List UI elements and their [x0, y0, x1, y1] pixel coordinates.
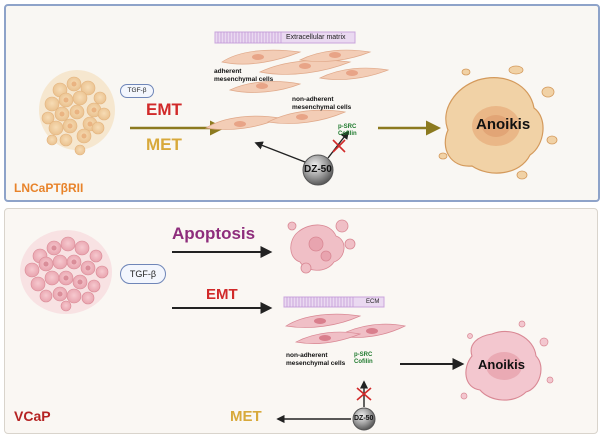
bottom-ecm-label: ECM	[366, 299, 380, 305]
top-adherent-label-line2: mesenchymal cells	[214, 76, 274, 83]
top-cell-line-label: LNCaPTβRII	[14, 181, 84, 195]
top-tgf-beta-label: TGF-β	[127, 87, 147, 94]
top-nonadherent-label: non-adherent mesenchymal cells	[292, 96, 351, 112]
bottom-anoikis-cell	[460, 320, 554, 401]
top-cofilin-label: Cofilin	[338, 131, 357, 137]
bottom-nonadherent-label: non-adherent mesenchymal cells	[286, 352, 345, 368]
bottom-dz50-ball	[352, 407, 376, 431]
bottom-cell-line-label: VCaP	[14, 408, 51, 424]
bottom-psrc-cofilin-label: p-SRC Cofilin	[354, 352, 373, 366]
vcap-spheroid	[20, 230, 112, 314]
top-psrc-cofilin-label: p-SRC Cofilin	[338, 124, 357, 138]
bottom-cofilin-label: Cofilin	[354, 359, 373, 365]
bottom-met-label: MET	[230, 408, 262, 425]
bottom-apoptosis-label: Apoptosis	[172, 224, 256, 243]
top-adherent-label: adherent mesenchymal cells	[214, 68, 273, 84]
bottom-nonadherent-label-line2: mesenchymal cells	[286, 360, 346, 367]
bottom-psrc-label: p-SRC	[354, 352, 373, 358]
top-block-x	[332, 139, 346, 153]
bottom-ecm-band	[283, 296, 385, 308]
top-adherent-label-line1: adherent	[214, 68, 242, 75]
top-emt-label: EMT	[146, 100, 182, 119]
top-met-label: MET	[146, 135, 182, 154]
bottom-tgf-beta-label: TGF-β	[129, 269, 157, 279]
top-dz50-ball	[302, 154, 334, 186]
top-nonadherent-cells	[205, 109, 347, 130]
bottom-mesenchymal-cells	[285, 313, 407, 344]
bottom-block-x	[356, 387, 372, 401]
top-anoikis-cell	[438, 65, 558, 180]
top-ecm-label: Extracellular matrix	[286, 34, 346, 41]
top-tgf-beta-badge: TGF-β	[120, 84, 154, 98]
top-anoikis-label: Anoikis	[476, 116, 531, 133]
bottom-tgf-beta-badge: TGF-β	[120, 264, 166, 284]
bottom-apoptotic-cell	[287, 219, 356, 274]
top-ecm-band	[214, 31, 356, 44]
bottom-dz50-label: DZ-50	[354, 415, 374, 422]
top-dz50-label: DZ-50	[304, 164, 332, 175]
bottom-emt-label: EMT	[206, 286, 238, 303]
bottom-anoikis-label: Anoikis	[478, 357, 525, 372]
top-psrc-label: p-SRC	[338, 124, 357, 130]
top-met-arrow	[254, 141, 306, 163]
top-nonadherent-label-line2: mesenchymal cells	[292, 104, 352, 111]
bottom-nonadherent-label-line1: non-adherent	[286, 352, 328, 359]
top-nonadherent-label-line1: non-adherent	[292, 96, 334, 103]
lncap-spheroid	[39, 70, 115, 156]
